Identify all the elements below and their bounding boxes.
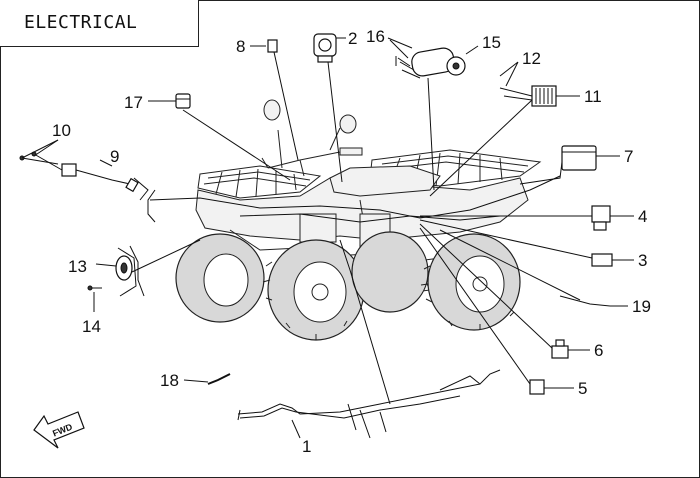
callout-12: 12 [522, 49, 541, 68]
part-3 [591, 253, 613, 267]
callout-11: 11 [584, 87, 602, 106]
callout-16: 16 [366, 27, 385, 46]
part-15 [411, 47, 466, 77]
callout-6: 6 [594, 341, 603, 360]
callout-17: 17 [124, 93, 143, 112]
callout-2: 2 [348, 29, 357, 48]
leader-lines [21, 37, 634, 439]
callout-5: 5 [578, 379, 587, 398]
title-box: ELECTRICAL [0, 0, 199, 47]
part-17 [175, 93, 191, 109]
diagram-title: ELECTRICAL [24, 12, 138, 33]
atv-illustration [149, 99, 590, 341]
callout-14: 14 [82, 317, 101, 336]
part-4 [591, 205, 611, 231]
callout-4: 4 [638, 207, 647, 226]
callout-8: 8 [236, 37, 245, 56]
horn-part [115, 247, 137, 297]
callout-9: 9 [110, 147, 119, 166]
callout-19: 19 [632, 297, 651, 316]
part-5 [529, 379, 545, 395]
main-wiring-harness [237, 369, 501, 439]
part-7 [561, 145, 597, 171]
forward-direction-arrow: FWD [33, 411, 85, 449]
part-10-screws [19, 151, 63, 171]
part-19 [559, 295, 611, 307]
part-16-leads [395, 56, 421, 79]
callout-10: 10 [52, 121, 71, 140]
callout-13: 13 [68, 257, 87, 276]
part-8 [267, 39, 278, 53]
callout-7: 7 [624, 147, 633, 166]
ignition-switch-part [313, 33, 337, 63]
part-14 [87, 285, 102, 291]
part-6 [551, 339, 569, 359]
regulator-part [499, 85, 557, 107]
callout-1: 1 [302, 437, 311, 456]
callout-3: 3 [638, 251, 647, 270]
callout-numbers: 1 2 3 4 5 6 7 8 9 10 11 12 13 14 15 16 1… [52, 27, 651, 456]
part-9 [61, 163, 149, 201]
callout-18: 18 [160, 371, 179, 390]
callout-15: 15 [482, 33, 501, 52]
part-18 [207, 373, 231, 385]
